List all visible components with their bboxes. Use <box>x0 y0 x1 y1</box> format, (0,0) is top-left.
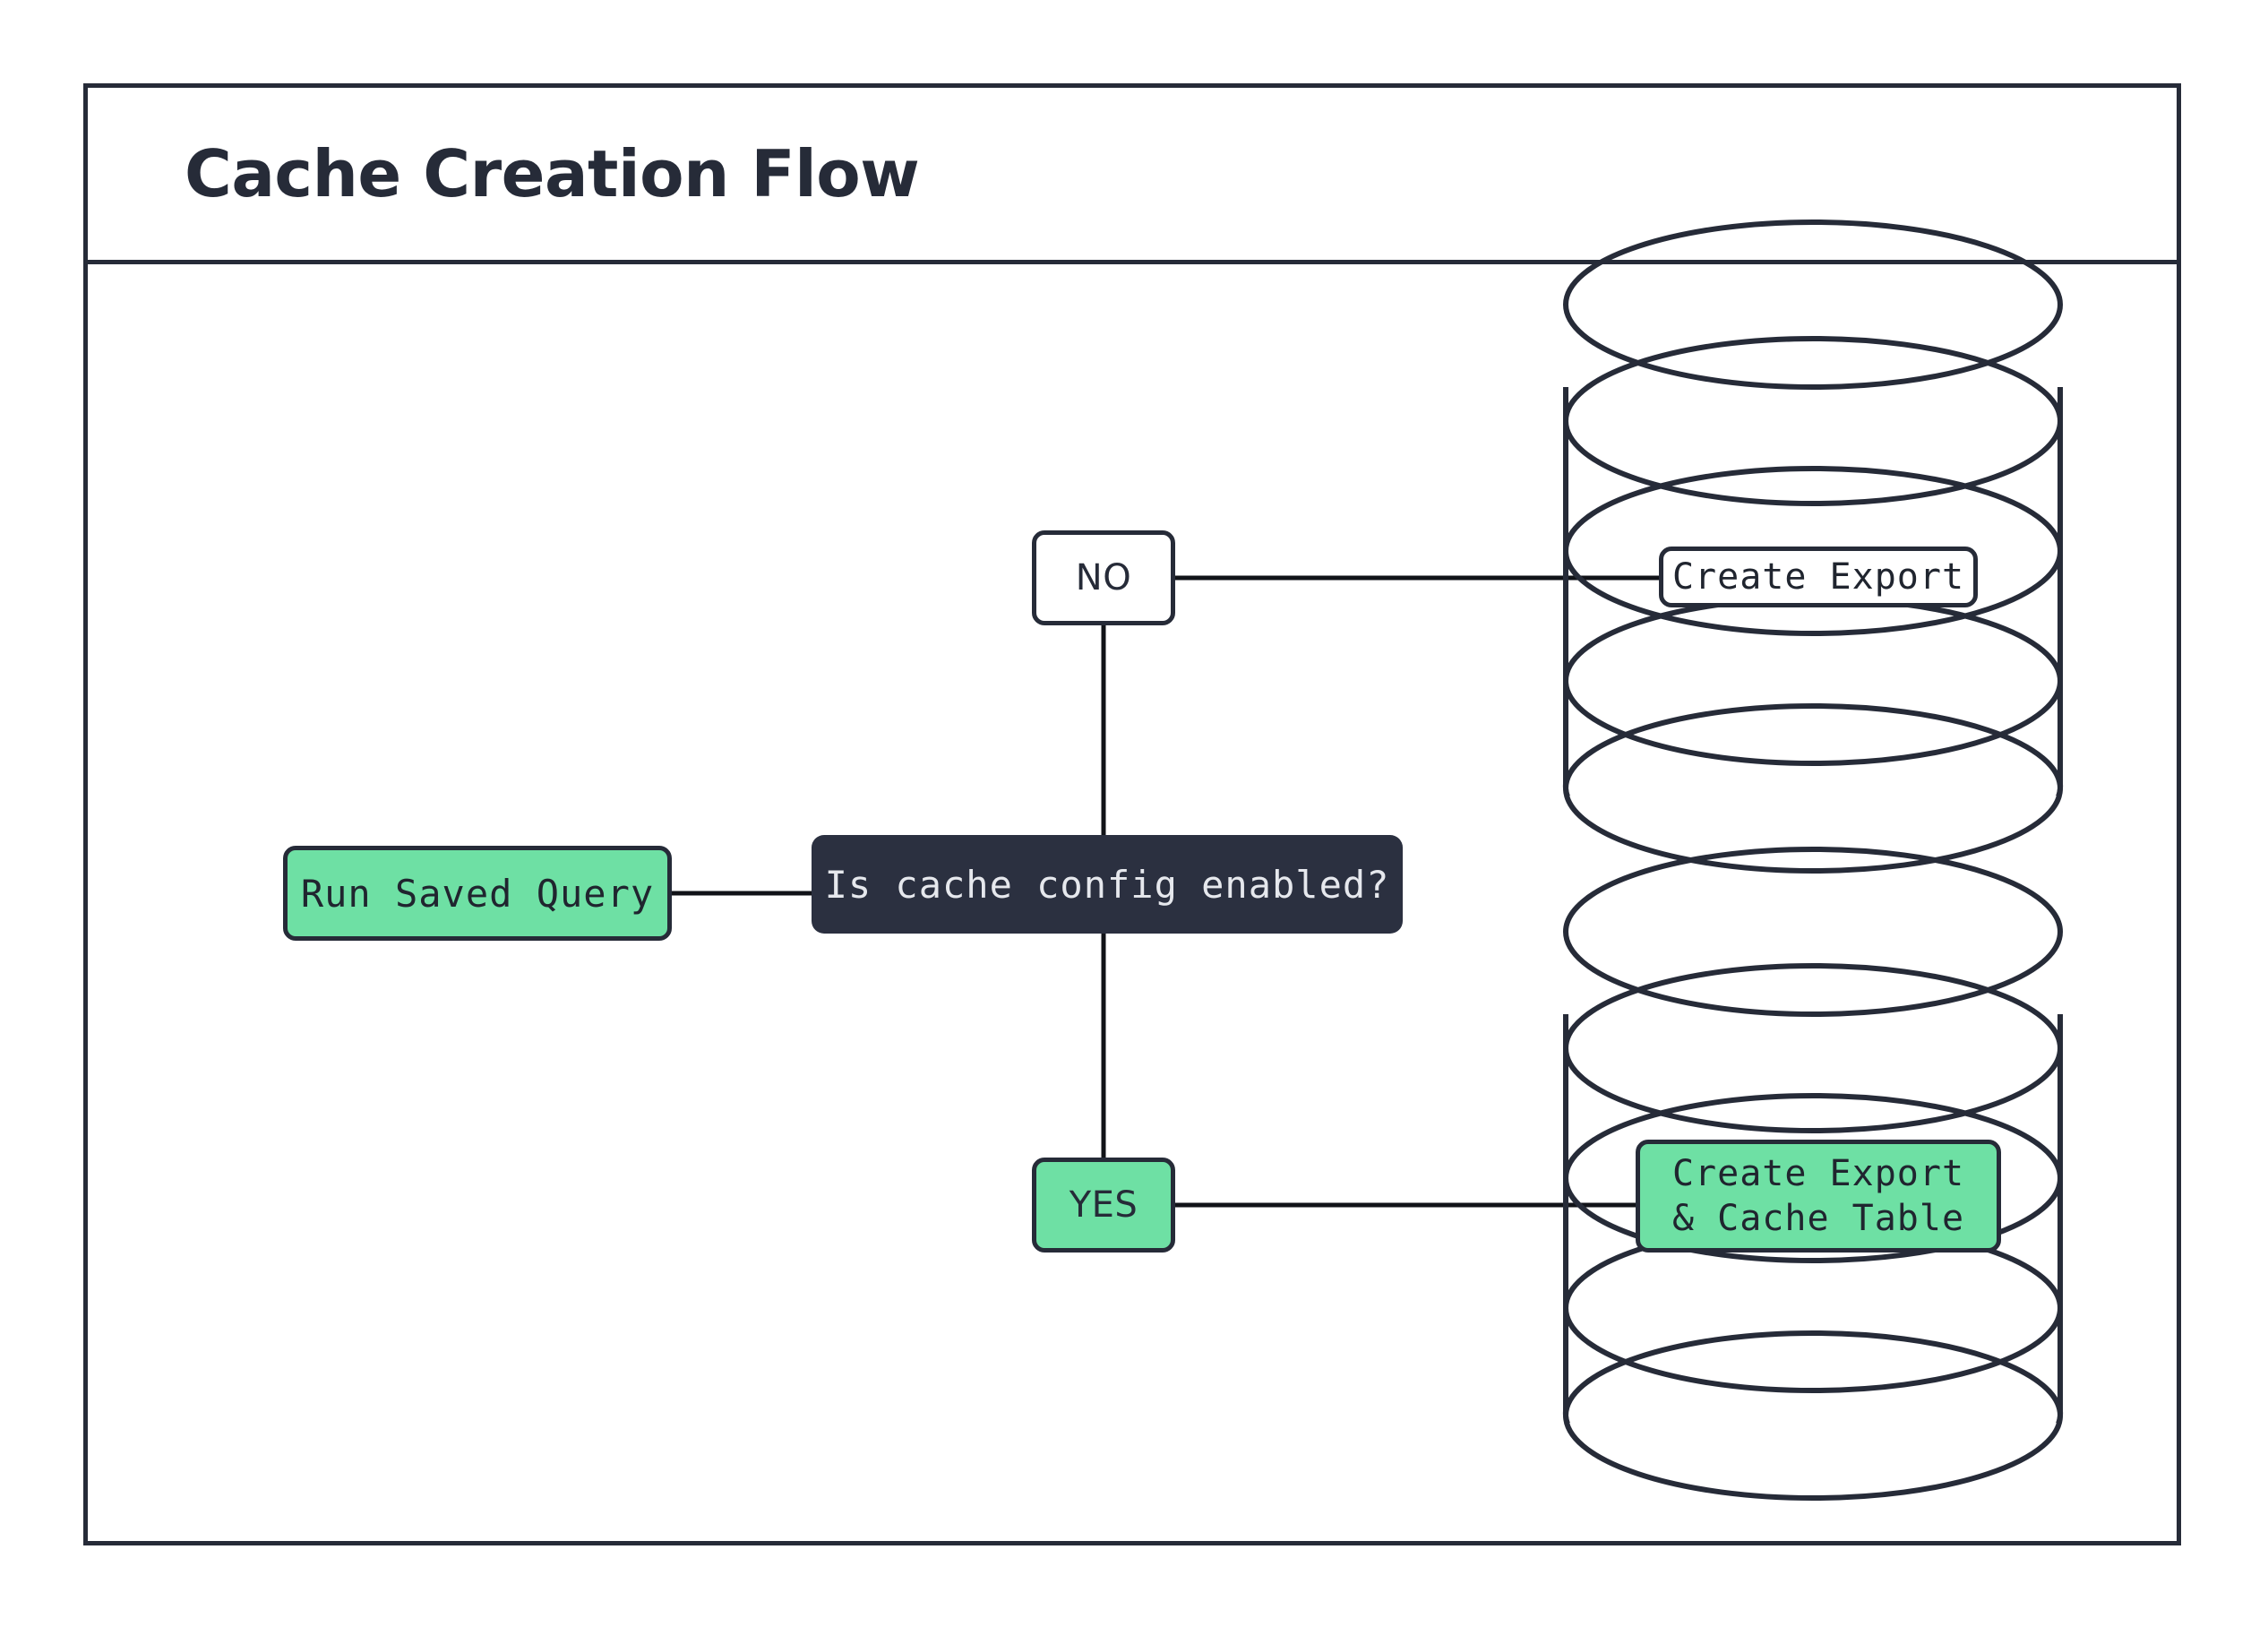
node-decision-cache-config-label: Is cache config enabled? <box>824 862 1390 907</box>
node-database-export-cache-label-line-2: & Cache Table <box>1671 1198 1965 1239</box>
diagram-title: Cache Creation Flow <box>185 136 920 211</box>
node-database-export-cache-label-line-1: Create Export <box>1671 1153 1965 1194</box>
node-branch-yes-label: YES <box>1069 1184 1138 1226</box>
node-database-export-label: Create Export <box>1671 556 1965 598</box>
node-branch-no-label: NO <box>1075 557 1132 598</box>
node-database-export-cache-label-box[interactable]: Create Export & Cache Table <box>1636 1140 2001 1253</box>
node-run-saved-query[interactable]: Run Saved Query <box>283 846 672 941</box>
node-decision-cache-config[interactable]: Is cache config enabled? <box>812 835 1403 934</box>
diagram-frame: Cache Creation Flow <box>83 83 2181 1545</box>
diagram-title-bar: Cache Creation Flow <box>88 88 2177 264</box>
node-database-export-label-box[interactable]: Create Export <box>1659 547 1978 607</box>
node-branch-no[interactable]: NO <box>1032 530 1175 625</box>
node-branch-yes[interactable]: YES <box>1032 1158 1175 1253</box>
node-run-saved-query-label: Run Saved Query <box>300 871 655 916</box>
